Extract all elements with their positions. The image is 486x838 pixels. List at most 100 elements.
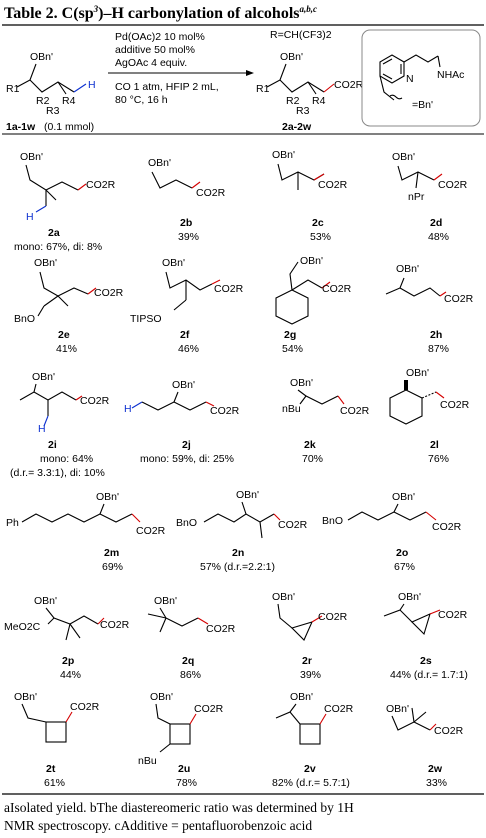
svg-text:R1: R1	[6, 83, 20, 95]
compound-2b: OBn' CO2R 2b 39%	[148, 157, 226, 243]
svg-text:OBn': OBn'	[96, 491, 119, 503]
svg-text:H: H	[26, 211, 34, 223]
svg-text:OBn': OBn'	[32, 371, 55, 383]
svg-text:OBn': OBn'	[406, 367, 429, 379]
svg-text:CO2R: CO2R	[318, 179, 348, 191]
reactant-amount: (0.1 mmol)	[44, 121, 94, 133]
compound-2l: OBn' CO2R 2l 76%	[389, 367, 470, 465]
yield-2p: 44%	[60, 669, 81, 681]
svg-text:OBn': OBn'	[290, 377, 313, 389]
svg-text:2v: 2v	[304, 763, 316, 775]
svg-text:H: H	[38, 423, 46, 435]
svg-text:CO2R: CO2R	[70, 701, 100, 713]
svg-text:R4: R4	[62, 95, 76, 107]
svg-text:2r: 2r	[302, 655, 312, 667]
svg-text:nBu: nBu	[282, 403, 301, 415]
svg-text:OBn': OBn'	[386, 703, 409, 715]
svg-text:CO2R: CO2R	[334, 79, 364, 91]
svg-text:R2: R2	[36, 95, 50, 107]
yield-2v: 82% (d.r.= 5.7:1)	[272, 777, 350, 789]
svg-text:CO2R: CO2R	[432, 521, 462, 533]
compound-2g: OBn' CO2R 2g 54%	[275, 255, 352, 355]
yield-2o: 67%	[394, 561, 415, 573]
svg-text:N: N	[406, 73, 414, 85]
svg-text:R4: R4	[312, 95, 326, 107]
svg-text:CO2R: CO2R	[438, 179, 468, 191]
compound-2c: OBn' CO2R 2c 53%	[272, 149, 348, 243]
yield-2q: 86%	[180, 669, 201, 681]
svg-text:CO2R: CO2R	[440, 399, 470, 411]
svg-text:Pd(OAc)2 10 mol%: Pd(OAc)2 10 mol%	[115, 31, 205, 43]
footnote-line-2: NMR spectroscopy. cAdditive = pentafluor…	[4, 818, 312, 833]
yield-2h: 87%	[428, 343, 449, 355]
svg-text:2j: 2j	[182, 439, 191, 451]
svg-text:2p: 2p	[62, 655, 74, 667]
reactant-id: 1a-1w	[6, 121, 36, 133]
svg-text:nBu: nBu	[138, 755, 157, 767]
svg-text:2m: 2m	[104, 547, 119, 559]
svg-text:2w: 2w	[428, 763, 443, 775]
svg-text:2k: 2k	[304, 439, 316, 451]
svg-text:CO2R: CO2R	[210, 405, 240, 417]
svg-text:OBn': OBn'	[392, 491, 415, 503]
compound-2k: OBn' nBu CO2R 2k 70%	[282, 377, 370, 465]
yield-2g: 54%	[282, 343, 303, 355]
compound-2n: OBn' BnO CO2R 2n 57% (d.r.=2.2:1)	[176, 489, 308, 573]
yield-2u: 78%	[176, 777, 197, 789]
svg-text:CO2R: CO2R	[434, 725, 464, 737]
svg-text:CO2R: CO2R	[214, 283, 244, 295]
compound-2d: OBn' CO2R nPr 2d 48%	[392, 151, 468, 243]
yield-2m: 69%	[102, 561, 123, 573]
svg-text:OBn': OBn'	[150, 691, 173, 703]
yield-2t: 61%	[44, 777, 65, 789]
svg-text:80 °C, 16 h: 80 °C, 16 h	[115, 94, 168, 106]
svg-text:2o: 2o	[396, 547, 408, 559]
yield-2f: 46%	[178, 343, 199, 355]
svg-text:CO2R: CO2R	[86, 179, 116, 191]
svg-text:CO2R: CO2R	[324, 703, 354, 715]
svg-text:OBn': OBn'	[14, 691, 37, 703]
yield-2c: 53%	[310, 231, 331, 243]
yield-2n: 57% (d.r.=2.2:1)	[200, 561, 275, 573]
svg-text:NHAc: NHAc	[437, 69, 464, 81]
svg-text:2t: 2t	[46, 763, 56, 775]
svg-text:2i: 2i	[48, 439, 57, 451]
svg-text:CO2R: CO2R	[136, 525, 166, 537]
svg-text:CO2R: CO2R	[100, 619, 130, 631]
svg-text:OBn': OBn'	[154, 595, 177, 607]
compound-2m: Ph OBn' CO2R 2m 69%	[6, 491, 166, 573]
compound-2v: OBn' CO2R 2v 82% (d.r.= 5.7:1)	[272, 691, 354, 789]
svg-text:2q: 2q	[182, 655, 194, 667]
reaction-conditions: Pd(OAc)2 10 mol% additive 50 mol% AgOAc …	[108, 31, 254, 106]
svg-text:=Bn': =Bn'	[412, 99, 433, 111]
compound-2p: OBn' MeO2C CO2R 2p 44%	[4, 595, 130, 681]
svg-text:2s: 2s	[420, 655, 432, 667]
svg-text:TIPSO: TIPSO	[130, 313, 162, 325]
svg-text:BnO: BnO	[322, 515, 343, 527]
svg-text:H: H	[88, 79, 96, 91]
yield-2d: 48%	[428, 231, 449, 243]
yield-2j: mono: 59%, di: 25%	[140, 453, 234, 465]
svg-text:OBn': OBn'	[34, 257, 57, 269]
svg-text:MeO2C: MeO2C	[4, 621, 41, 633]
compound-2w: OBn' CO2R 2w 33%	[386, 703, 464, 789]
product-scheme-structure: R=CH(CF3)2 OBn' CO2R R1 R2 R4 R3 2a-2w	[256, 29, 364, 133]
svg-text:2c: 2c	[312, 217, 324, 229]
auxiliary-box: NHAc N =Bn'	[361, 29, 481, 127]
product-range-id: 2a-2w	[282, 121, 312, 133]
svg-text:CO2R: CO2R	[438, 609, 468, 621]
svg-text:2b: 2b	[180, 217, 192, 229]
svg-text:2a: 2a	[48, 227, 60, 239]
svg-text:R=CH(CF3)2: R=CH(CF3)2	[270, 29, 332, 41]
yield-2l: 76%	[428, 453, 449, 465]
yield-2b: 39%	[178, 231, 199, 243]
svg-text:CO 1 atm, HFIP 2 mL,: CO 1 atm, HFIP 2 mL,	[115, 81, 219, 93]
compound-2a: OBn' H CO2R 2a mono: 67%, di: 8%	[14, 151, 116, 253]
table-title: Table 2. C(sp3)–H carbonylation of alcoh…	[4, 4, 317, 22]
svg-text:OBn': OBn'	[162, 257, 185, 269]
svg-text:Ph: Ph	[6, 517, 19, 529]
svg-text:OBn': OBn'	[300, 255, 323, 267]
svg-text:OBn': OBn'	[34, 595, 57, 607]
compound-2j: OBn' H CO2R 2j mono: 59%, di: 25%	[124, 379, 240, 465]
svg-text:CO2R: CO2R	[340, 405, 370, 417]
